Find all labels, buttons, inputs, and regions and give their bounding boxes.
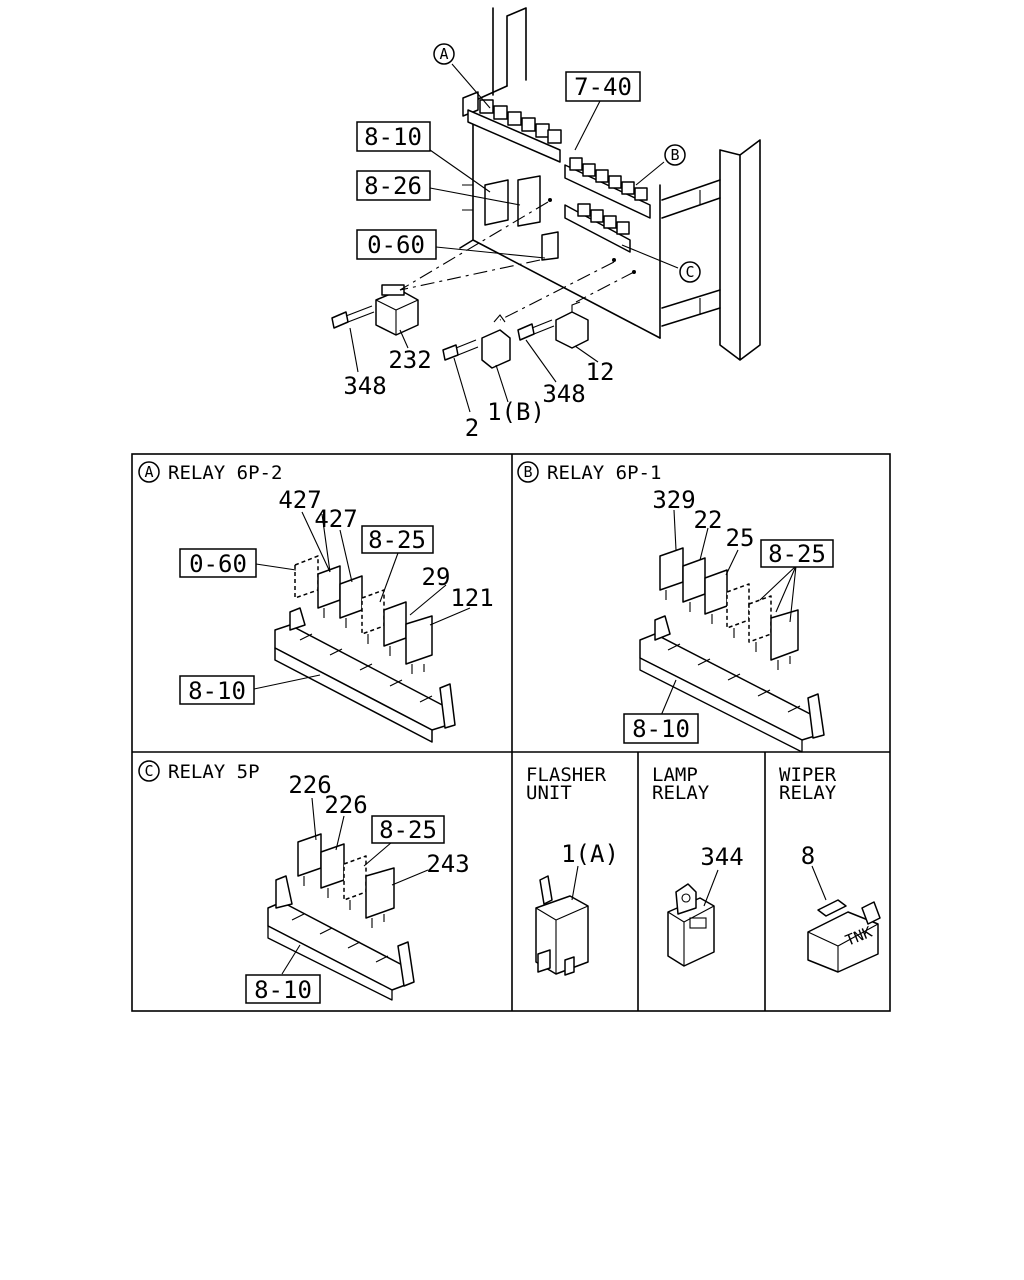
panel-a-part-29: 29 — [422, 563, 451, 591]
overview-leaders — [349, 63, 679, 413]
lamp-title-line1: LAMP — [652, 764, 698, 786]
panel-b-ref-8-10: 8-10 — [623, 713, 699, 744]
ref-box-8-26: 8-26 — [356, 170, 431, 201]
part-2-label: 2 — [465, 414, 479, 442]
lamp-title-line2: RELAY — [652, 782, 710, 804]
panel-c-part-226-2: 226 — [324, 791, 367, 819]
callout-b: B — [664, 144, 686, 166]
panel-a-relay-6p-2: A RELAY 6P-2 — [138, 461, 494, 743]
panel-c-part-243: 243 — [426, 850, 469, 878]
flasher-part-number: 1(A) — [561, 840, 619, 868]
panel-a-ref-0-60-text: 0-60 — [189, 550, 247, 578]
ref-box-0-60: 0-60 — [356, 229, 437, 260]
panel-b-part-22: 22 — [694, 506, 723, 534]
wiper-title-line1: WIPER — [779, 764, 837, 786]
panel-a-relays — [294, 555, 433, 674]
wiper-part-number: 8 — [801, 842, 815, 870]
panel-c-leaders — [281, 797, 429, 975]
panel-c-ref-8-25: 8-25 — [371, 815, 445, 844]
part-348-right-label: 348 — [542, 380, 585, 408]
panel-a-ref-8-10-text: 8-10 — [188, 677, 246, 705]
ref-0-60-text: 0-60 — [367, 231, 425, 259]
ref-8-10-text: 8-10 — [364, 123, 422, 151]
panel-c-letter: C — [144, 762, 153, 780]
panel-c-ref-8-10: 8-10 — [245, 974, 321, 1004]
panel-wiper-relay: WIPER RELAY TNK 8 — [779, 764, 881, 973]
panel-b-relays — [659, 547, 799, 670]
callout-b-letter: B — [670, 146, 679, 164]
panel-components — [484, 175, 636, 274]
panel-c-title: RELAY 5P — [168, 761, 260, 783]
assembly-lines — [399, 201, 635, 321]
panel-a-letter: A — [144, 463, 153, 481]
left-frame-rail — [475, 7, 527, 101]
part-348-left-label: 348 — [343, 372, 386, 400]
wiper-title-line2: RELAY — [779, 782, 837, 804]
panel-flasher-unit: FLASHER UNIT 1(A) — [526, 764, 619, 976]
mounting-panel — [459, 111, 661, 339]
panel-b-ref-8-25-text: 8-25 — [768, 540, 826, 568]
cross-members — [661, 179, 721, 327]
panel-a-ref-8-25-text: 8-25 — [368, 526, 426, 554]
right-frame-rail — [659, 139, 761, 361]
detail-grid — [131, 453, 891, 1012]
part-1b-label: 1(B) — [487, 398, 545, 426]
panel-b-part-25: 25 — [726, 524, 755, 552]
panel-a-ref-8-10: 8-10 — [179, 675, 255, 705]
ref-8-26-text: 8-26 — [364, 172, 422, 200]
flasher-leader — [571, 865, 579, 901]
panel-b-ref-8-25: 8-25 — [760, 539, 834, 568]
callout-a-letter: A — [439, 45, 448, 63]
overview-illustration: A B C 7-40 8-10 8-26 0-60 348 232 2 — [331, 7, 761, 442]
wiper-relay-illustration: TNK — [807, 899, 881, 973]
wiper-leader — [811, 865, 827, 901]
flasher-unit-illustration — [535, 875, 589, 976]
ref-box-7-40: 7-40 — [565, 71, 641, 102]
panel-c-relays — [297, 833, 395, 928]
relay-block-b — [564, 157, 651, 219]
panel-b-ref-8-10-text: 8-10 — [632, 715, 690, 743]
panel-c-relay-5p: C RELAY 5P 226 226 — [138, 760, 470, 1004]
ref-box-8-10: 8-10 — [356, 121, 431, 152]
panel-b-letter: B — [523, 463, 532, 481]
callout-c-letter: C — [685, 263, 694, 281]
panel-b-relay-6p-1: B RELAY 6P-1 329 — [517, 461, 834, 753]
relay-block-a — [462, 91, 562, 163]
panel-a-ref-8-25: 8-25 — [361, 525, 434, 554]
relay-block-c — [564, 203, 631, 253]
panel-c-ref-8-10-text: 8-10 — [254, 976, 312, 1004]
exploded-parts — [331, 284, 589, 369]
panel-b-title: RELAY 6P-1 — [547, 462, 661, 484]
panel-a-part-427-2: 427 — [314, 505, 357, 533]
panel-c-bracket — [267, 875, 415, 1001]
panel-a-part-427-1: 427 — [278, 486, 321, 514]
lamp-leader — [703, 869, 719, 907]
ref-7-40-text: 7-40 — [574, 73, 632, 101]
panel-lamp-relay: LAMP RELAY 344 — [652, 764, 744, 967]
callout-a: A — [433, 43, 455, 65]
lamp-part-number: 344 — [700, 843, 743, 871]
panel-a-title: RELAY 6P-2 — [168, 462, 282, 484]
part-12-label: 12 — [586, 358, 615, 386]
panel-c-ref-8-25-text: 8-25 — [379, 816, 437, 844]
panel-a-ref-0-60: 0-60 — [179, 548, 257, 578]
flasher-title-line1: FLASHER — [526, 764, 607, 786]
flasher-title-line2: UNIT — [526, 782, 572, 804]
panel-b-part-329: 329 — [652, 486, 695, 514]
lamp-relay-illustration — [667, 883, 715, 967]
panel-a-leaders — [253, 511, 471, 690]
panel-a-part-121: 121 — [450, 584, 493, 612]
panel-c-part-226-1: 226 — [288, 771, 331, 799]
part-232-label: 232 — [388, 346, 431, 374]
panel-b-leaders — [659, 509, 797, 719]
callout-c: C — [679, 261, 701, 283]
panel-a-bracket — [274, 607, 456, 743]
panel-b-bracket — [639, 615, 825, 753]
